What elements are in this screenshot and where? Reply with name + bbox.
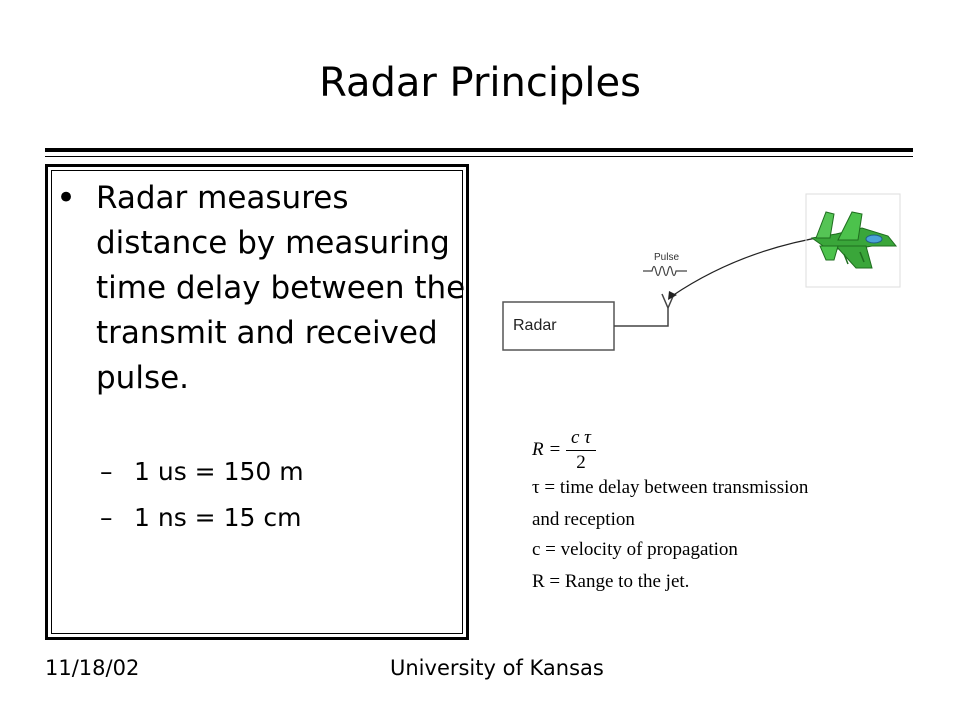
- title-divider-thin: [45, 156, 913, 157]
- pulse-label: Pulse: [654, 252, 679, 263]
- sub-bullet-1: –1 us = 150 m: [100, 456, 304, 488]
- footer-organization: University of Kansas: [390, 656, 604, 680]
- range-numerator: c τ: [566, 426, 596, 451]
- slide-title: Radar Principles: [319, 60, 641, 106]
- range-fraction: c τ 2: [566, 426, 596, 475]
- title-divider-thick: [45, 148, 913, 152]
- main-bullet-text: Radar measures distance by measuring tim…: [96, 180, 466, 396]
- echo-arrowhead-icon: [668, 291, 677, 300]
- jet-picture-frame: [805, 193, 901, 288]
- radar-feed-line: [614, 308, 669, 327]
- bullet-marker: •: [56, 178, 77, 218]
- formula-definition-c: c = velocity of propagation: [532, 539, 738, 560]
- formula-definition-r: R = Range to the jet.: [532, 571, 690, 592]
- radar-box: [502, 301, 615, 351]
- sub-bullet-text: 1 us = 150 m: [134, 457, 304, 486]
- pulse-waveform-icon: [643, 265, 687, 277]
- formula-definition-tau-cont: and reception: [532, 509, 635, 530]
- echo-path: [671, 235, 829, 297]
- sub-bullet-marker: –: [100, 457, 113, 486]
- bullet-text-box-inner-border: [51, 170, 463, 634]
- range-equation-lhs: R =: [532, 439, 562, 460]
- sub-bullet-text: 1 ns = 15 cm: [134, 503, 302, 532]
- range-equation: R = c τ 2: [532, 427, 652, 473]
- footer-date: 11/18/02: [45, 656, 140, 680]
- bullet-text-box: [45, 164, 469, 640]
- fighter-jet-icon: [810, 211, 898, 269]
- sub-bullet-marker: –: [100, 503, 113, 532]
- formula-definition-tau: τ = time delay between transmission: [532, 477, 809, 498]
- sub-bullet-2: –1 ns = 15 cm: [100, 502, 301, 534]
- range-denominator: 2: [576, 452, 586, 473]
- radar-label: Radar: [513, 317, 557, 334]
